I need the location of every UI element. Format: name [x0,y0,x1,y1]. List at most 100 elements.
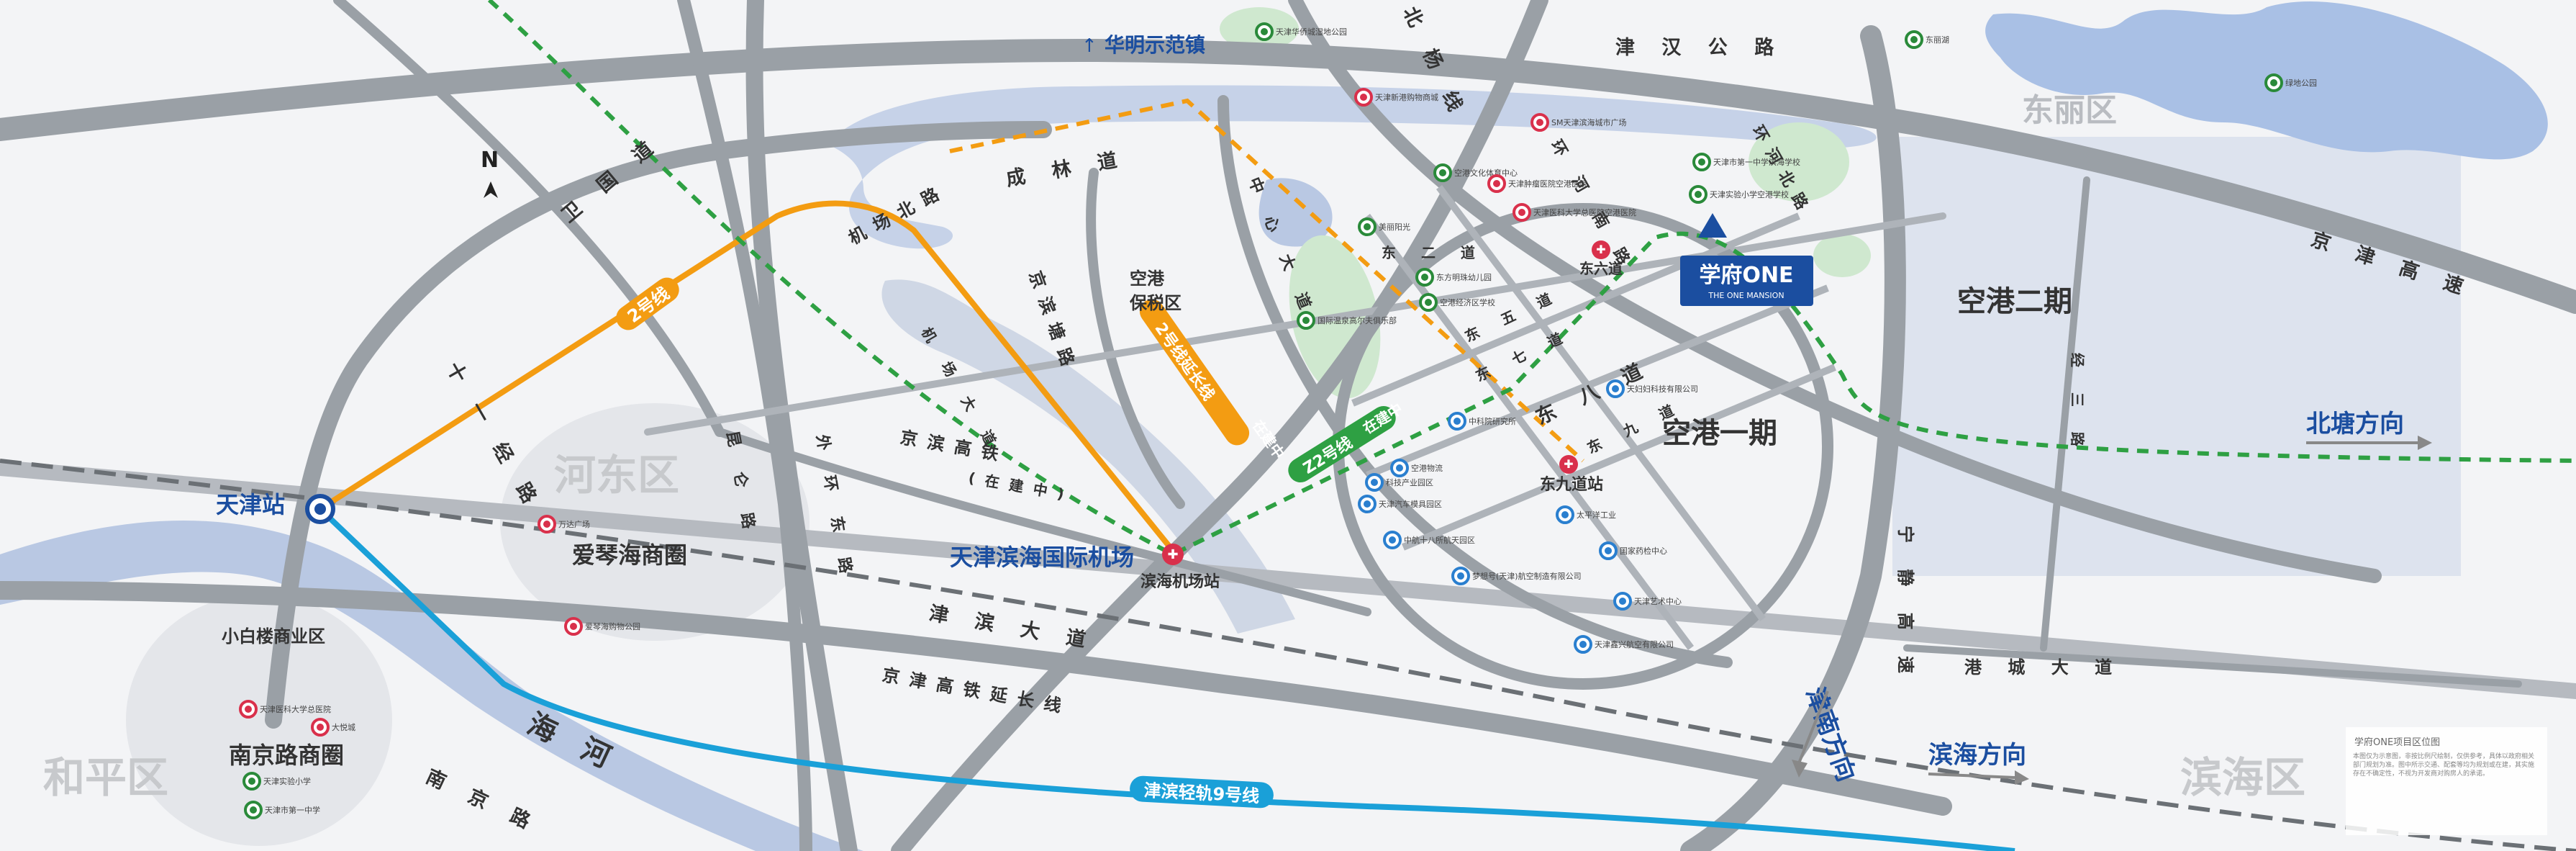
poi-school[interactable]: 天津实验小学 [242,772,311,791]
poi-mall[interactable]: 万达广场 [538,515,590,533]
poi-label: 国家药检中心 [1620,546,1667,556]
poi-label: 天津新港购物商城 [1375,92,1438,102]
huaming-town-label: 华明示范镇 [1105,33,1205,57]
line22-track [487,0,2576,557]
kg1-grid-roads [1351,185,1836,650]
haihe-river [0,520,863,851]
poi-label: 空港文化体育中心 [1454,168,1518,178]
binhai-district-label: 滨海区 [2180,753,2305,802]
north-label: N [481,148,499,173]
poi-business[interactable]: 梦想号(天津)航空制造有限公司 [1451,567,1582,585]
poi-school[interactable]: 天津市第一中学 [244,801,320,819]
poi-park[interactable]: 天津华侨城湿地公园 [1255,22,1347,41]
poi-label: 东方明珠幼儿园 [1436,272,1492,282]
kg1-label: 空港一期 [1662,417,1777,450]
poi-school[interactable]: 空港经济区学校 [1419,293,1495,312]
small-lake [1258,178,1333,247]
free-trade-label: 空港 保税区 [1129,269,1182,313]
poi-hospital[interactable]: 天津医科大学总医院空港医院 [1513,203,1636,222]
poi-business[interactable]: 国家药检中心 [1599,541,1667,560]
poi-mall[interactable]: SM天津滨海城市广场 [1530,113,1626,132]
poi-label: 梦想号(天津)航空制造有限公司 [1472,571,1582,581]
poi-business[interactable]: 天津鑫兴航空有限公司 [1574,635,1674,654]
dongjiu-station-label: 东九道站 [1540,475,1603,494]
project-marker[interactable]: 学府ONE THE ONE MANSION [1680,213,1813,306]
poi-label: 科技产业园区 [1386,477,1433,487]
poi-mall[interactable]: 天津新港购物商城 [1354,88,1438,107]
poi-label: 天妇妇科技有限公司 [1627,384,1698,394]
poi-hospital[interactable]: 天津医科大学总医院 [239,700,331,719]
poi-label: 爱琴海购物公园 [585,621,640,631]
poi-park[interactable]: 美丽阳光 [1358,217,1410,236]
poi-business[interactable]: 科技产业园区 [1365,473,1433,492]
poi-label: 空港经济区学校 [1440,297,1495,307]
road-jinhan: 津 汉 公 路 [1615,36,1784,59]
road-donger: 东 二 道 [1382,244,1485,261]
poi-business[interactable]: 空港物流 [1390,459,1443,477]
poi-label: 天津实验小学空港学校 [1710,189,1789,199]
poi-label: 天津汽车模具园区 [1379,499,1442,509]
tianjin-station-label: 天津站 [216,491,285,518]
green-park-ne [1749,122,1849,202]
dongjiu-station[interactable]: ✚ 东九道站 [1540,455,1603,494]
poi-label: 天津医科大学总医院空港医院 [1533,207,1636,217]
dongliu-station-label: 东六道 [1579,260,1623,277]
north-indicator: N [481,148,499,198]
binhai-direction: 滨海方向 [1928,741,2029,785]
xiaobai-zone-label: 小白楼商业区 [222,626,325,647]
poi-label: 天津实验小学 [263,776,311,786]
marker-brand: 学府ONE [1699,263,1793,288]
heping-district-label: 和平区 [43,753,168,802]
poi-label: 绿地公园 [2285,78,2317,88]
poi-hospital[interactable]: 天津肿瘤医院空港医院 [1487,174,1587,193]
poi-label: 国际温泉高尔夫俱乐部 [1318,315,1397,325]
binhai-airport-station[interactable]: ✚ 滨海机场站 [1140,544,1220,591]
beitang-direction: 北塘方向 [2306,410,2432,450]
green-park-e [1813,234,1871,277]
poi-school[interactable]: 东方明珠幼儿园 [1415,268,1492,287]
marker-pin-icon [1698,213,1727,238]
poi-park[interactable]: 东丽湖 [1905,30,1949,49]
road-gangcheng: 港 城 大 道 [1964,657,2122,677]
poi-business[interactable]: 太平洋工业 [1556,505,1616,524]
kg2-label: 空港二期 [1957,285,2072,318]
free-trade-line2: 保税区 [1129,293,1182,313]
marker-sub: THE ONE MANSION [1707,291,1784,300]
poi-label: 美丽阳光 [1379,222,1410,232]
dongliu-station[interactable]: ✚ 东六道 [1579,240,1623,277]
binhai-dir-label: 滨海方向 [1928,741,2026,770]
down-arrow-icon [1792,760,1808,778]
jingbin-hsr-line [0,459,2576,851]
poi-school[interactable]: 天津市第一中学滨海学校 [1692,153,1800,171]
poi-park[interactable]: 绿地公园 [2264,73,2317,92]
poi-school[interactable]: 天津实验小学空港学校 [1689,185,1789,204]
line2-track [318,200,1176,553]
poi-business[interactable]: 天津汽车模具园区 [1358,495,1442,513]
poi-business[interactable]: 中科院研究所 [1448,412,1516,431]
north-arrow-icon [484,181,498,198]
poi-label: 大悦城 [332,722,355,732]
poi-label: 万达广场 [558,519,590,529]
road-ninjing: 宁 静 高 速 [1895,526,1915,683]
poi-park[interactable]: 空港文化体育中心 [1433,163,1518,182]
poi-label: 空港物流 [1411,463,1443,473]
canal-river [827,85,1877,249]
poi-mall[interactable]: 爱琴海购物公园 [564,617,640,636]
poi-mall[interactable]: 大悦城 [311,718,355,737]
tianjin-station[interactable]: 天津站 [216,491,335,524]
poi-label: 天津医科大学总医院 [260,704,331,714]
poi-business[interactable]: 中航十八所航天园区 [1383,531,1475,549]
legend-body: 本图仅为示意图，非按比例尺绘制，仅供参考，具体以政府相关部门规划为准。图中所示交… [2353,753,2535,778]
metro-icon: ✚ [1596,243,1605,256]
poi-park[interactable]: 国际温泉高尔夫俱乐部 [1297,311,1397,330]
legend-title: 学府ONE项目区位图 [2354,737,2440,748]
road-jingsan: 经 三 路 [2069,353,2086,456]
poi-label: 太平洋工业 [1577,510,1616,520]
dongli-district-label: 东丽区 [2022,92,2117,129]
poi-business[interactable]: 天妇妇科技有限公司 [1606,379,1698,398]
poi-label: 天津华侨城湿地公园 [1276,27,1347,37]
poi-business[interactable]: 天津艺术中心 [1613,592,1682,611]
poi-label: 天津鑫兴航空有限公司 [1595,639,1674,649]
line9-track [318,507,2015,851]
